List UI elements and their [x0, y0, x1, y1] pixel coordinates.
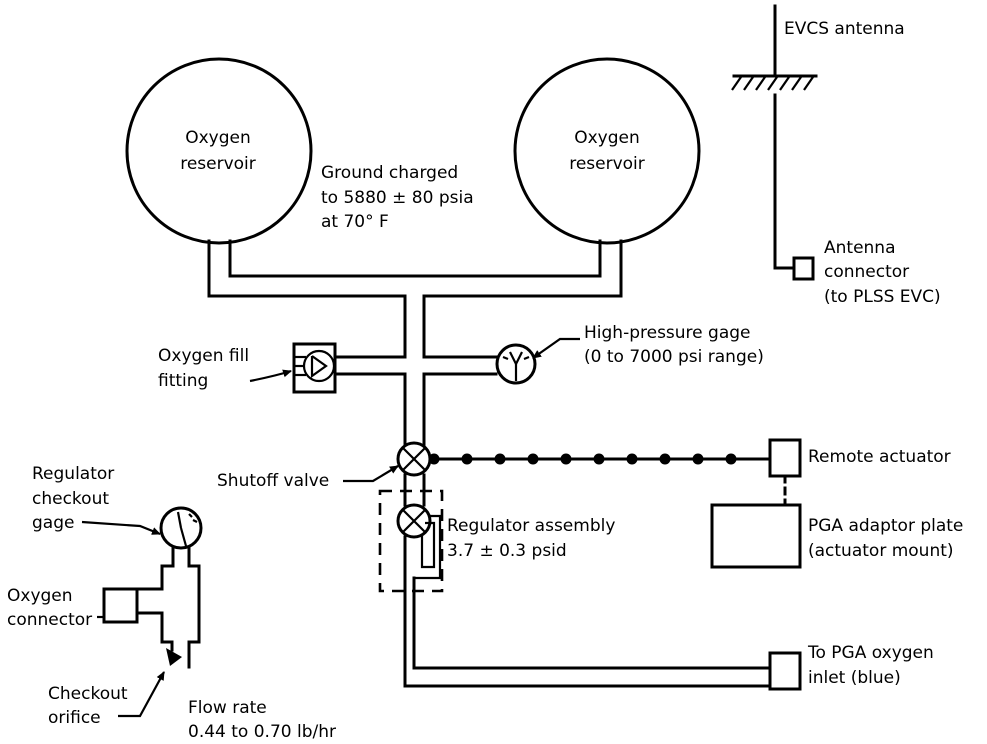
oxygen-fill-fitting-label-2: fitting: [158, 371, 208, 391]
high-pressure-gage-leader: [532, 337, 580, 359]
ground-charged-label-1: Ground charged: [321, 163, 458, 183]
antenna-connector-icon: [792, 256, 815, 281]
high-pressure-gage-label-2: (0 to 7000 psi range): [584, 347, 764, 367]
pga-outlet-pipe-inner: [412, 576, 772, 670]
pga-oxygen-inlet-connector: [768, 651, 802, 691]
evcs-antenna-icon: [731, 4, 818, 281]
cable-bead: [659, 453, 671, 465]
antenna-connector-label-2: connector: [824, 262, 909, 282]
cable-bead: [494, 453, 506, 465]
pga-outlet-pipe-outer: [403, 535, 772, 688]
ground-charged-label-3: at 70° F: [321, 212, 389, 232]
manifold-piping: [207, 239, 623, 452]
pga-adaptor-plate-icon: [710, 503, 802, 569]
ground-charged-label-2: to 5880 ± 80 psia: [321, 188, 474, 208]
reservoir-left-label-1: Oxygen: [185, 128, 251, 148]
cable-bead: [593, 453, 605, 465]
oxygen-reservoir-right: [513, 57, 701, 245]
regulator-assembly-box: [378, 489, 444, 593]
high-pressure-gage-label-1: High-pressure gage: [584, 323, 751, 343]
antenna-connector-label-3: (to PLSS EVC): [824, 287, 941, 307]
cable-bead: [626, 453, 638, 465]
pga-adaptor-plate-label-1: PGA adaptor plate: [808, 516, 963, 536]
oxygen-fill-fitting-icon: [292, 342, 337, 394]
regulator-checkout-gage-label-2: checkout: [32, 489, 109, 509]
regulator-assembly-label-2: 3.7 ± 0.3 psid: [447, 541, 567, 561]
remote-actuator-icon: [768, 438, 802, 478]
shutoff-valve-leader: [343, 465, 399, 483]
shutoff-valve-icon: [396, 441, 432, 477]
checkout-orifice-label-2: orifice: [48, 708, 101, 728]
regulator-valve-icon: [396, 503, 432, 539]
high-pressure-gage-icon: [495, 343, 537, 385]
oxygen-connector-label-1: Oxygen: [7, 586, 73, 606]
regulator-checkout-gage-label-1: Regulator: [32, 464, 114, 484]
fill-fitting-leader: [249, 369, 292, 383]
oxygen-connector-label-2: connector: [7, 610, 92, 630]
pga-oxygen-inlet-label-2: inlet (blue): [808, 668, 901, 688]
remote-actuator-label: Remote actuator: [808, 447, 951, 467]
oxygen-connector-icon: [102, 587, 139, 624]
oxygen-reservoir-left: [125, 57, 313, 245]
cable-bead: [461, 453, 473, 465]
reservoir-left-label-2: reservoir: [180, 154, 256, 174]
regulator-checkout-gage-label-3: gage: [32, 513, 74, 533]
checkout-orifice-icon: [166, 648, 182, 666]
reservoir-right-label-2: reservoir: [569, 154, 645, 174]
remote-actuator-cable: [428, 453, 772, 465]
oxygen-fill-fitting-label-1: Oxygen fill: [158, 346, 249, 366]
pga-adaptor-plate-label-2: (actuator mount): [808, 541, 954, 561]
antenna-connector-label-1: Antenna: [824, 238, 896, 258]
flow-rate-label-2: 0.44 to 0.70 lb/hr: [188, 722, 336, 742]
checkout-orifice-leader: [118, 671, 165, 718]
evcs-antenna-label: EVCS antenna: [784, 19, 905, 39]
checkout-orifice-label-1: Checkout: [48, 684, 128, 704]
cable-bead: [428, 453, 440, 465]
cable-bead: [560, 453, 572, 465]
cable-bead: [725, 453, 737, 465]
reservoir-right-label-1: Oxygen: [574, 128, 640, 148]
regulator-assembly-label-1: Regulator assembly: [447, 516, 615, 536]
cable-bead: [527, 453, 539, 465]
flow-rate-label-1: Flow rate: [188, 698, 267, 718]
cable-bead: [692, 453, 704, 465]
pga-oxygen-inlet-label-1: To PGA oxygen: [807, 643, 934, 663]
regulator-checkout-assembly: [102, 506, 203, 669]
shutoff-valve-label: Shutoff valve: [217, 471, 329, 491]
checkout-gage-leader: [81, 520, 161, 536]
